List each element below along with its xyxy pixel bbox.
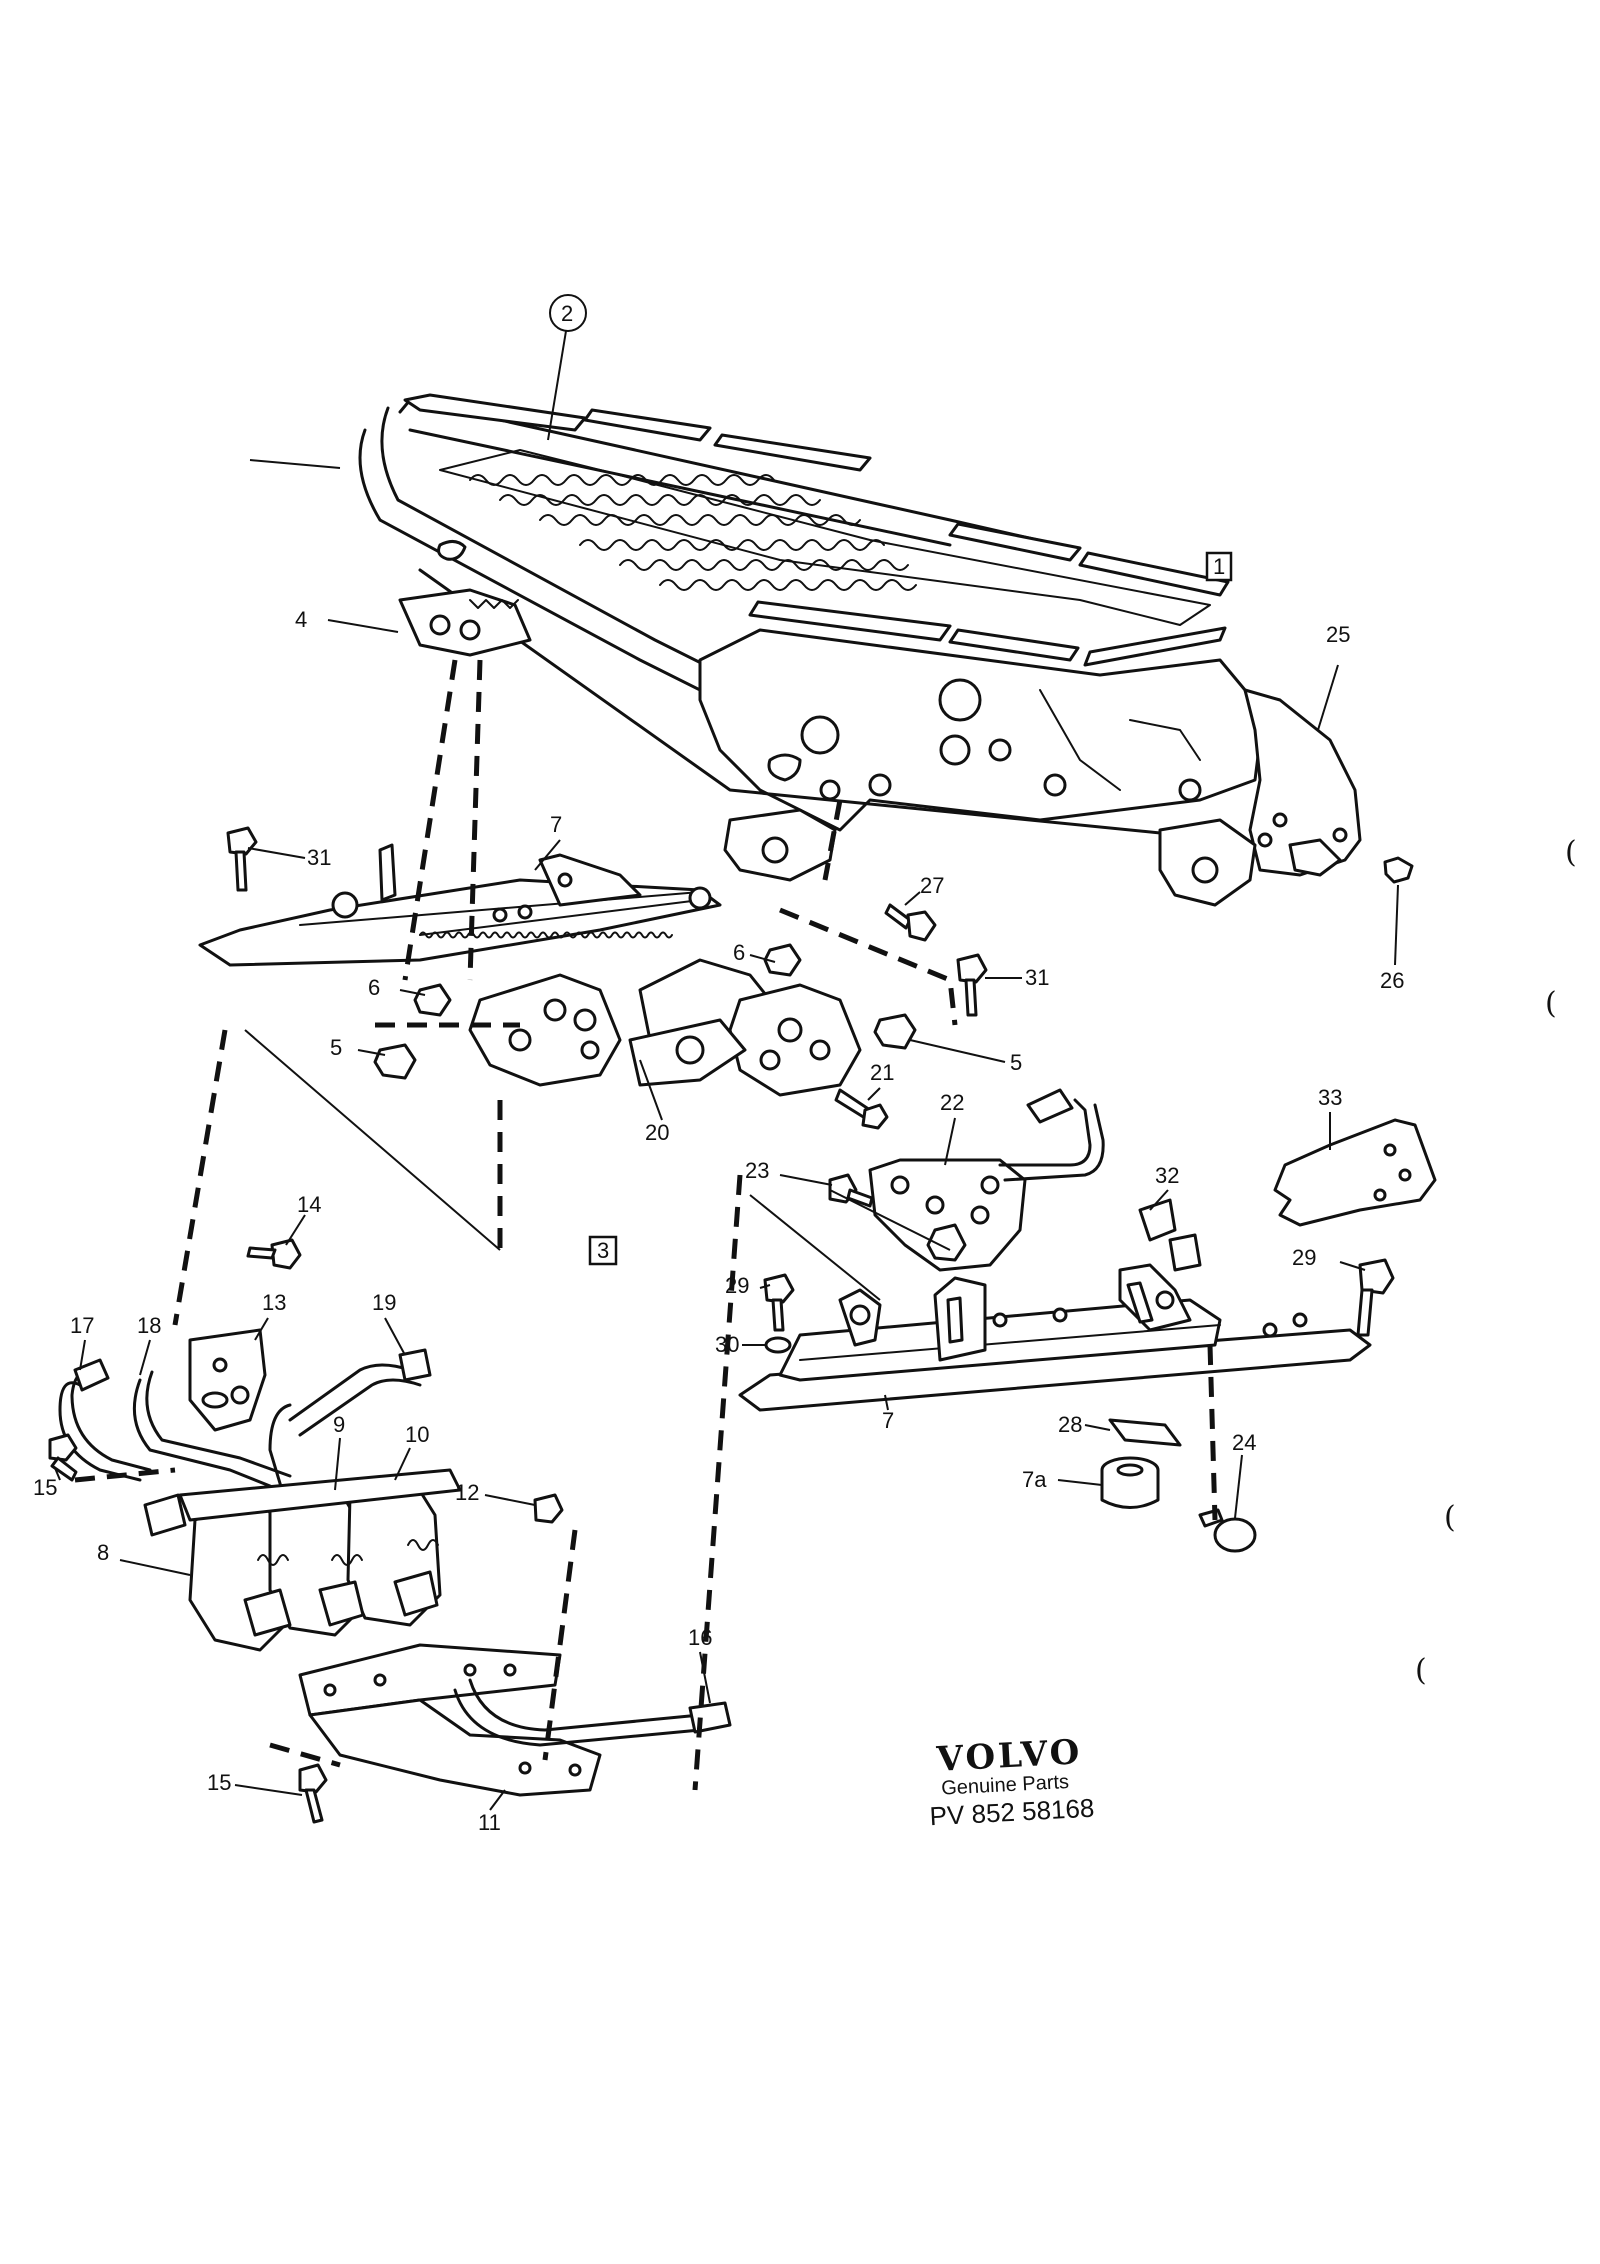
callout-label: 9 — [333, 1412, 345, 1437]
brand-logo: VOLVO — [935, 1732, 1084, 1780]
callout-label: 4 — [295, 607, 307, 632]
left-slide-rail — [198, 843, 722, 967]
margin-mark: ( — [1545, 986, 1557, 1021]
callout-label: 33 — [1318, 1085, 1342, 1110]
callout-label: 5 — [1010, 1050, 1022, 1075]
callout-label: 17 — [70, 1313, 94, 1338]
circled-label: 2 — [561, 301, 573, 326]
boxed-label: 1 — [1213, 554, 1225, 579]
right-slide-rail — [738, 1088, 1437, 1553]
callout-label: 15 — [207, 1770, 231, 1795]
callout-label: 21 — [870, 1060, 894, 1085]
callout-label: 6 — [733, 940, 745, 965]
callout-label: 30 — [715, 1332, 739, 1357]
callout-label: 15 — [33, 1475, 57, 1500]
callout-label: 7 — [550, 812, 562, 837]
margin-mark: ( — [1565, 835, 1577, 870]
boxed-label-3: 3 — [588, 1235, 618, 1266]
callout-label: 18 — [137, 1313, 161, 1338]
circled-label-2: 2 — [547, 294, 587, 441]
motor-pack — [48, 1238, 732, 1824]
callout-label: 7a — [1022, 1467, 1047, 1492]
callout-label: 28 — [1058, 1412, 1082, 1437]
callout-label: 31 — [307, 845, 331, 870]
callout-label: 32 — [1155, 1163, 1179, 1188]
assembly-dash-lines — [74, 659, 1218, 1791]
callout-label: 6 — [368, 975, 380, 1000]
callout-label: 16 — [688, 1625, 712, 1650]
callout-label: 10 — [405, 1422, 429, 1447]
boxed-label: 3 — [597, 1238, 609, 1263]
callout-label: 7 — [882, 1408, 894, 1433]
callout-label: 25 — [1326, 622, 1350, 647]
callout-label: 24 — [1232, 1430, 1256, 1455]
margin-mark: ( — [1415, 1653, 1427, 1688]
callout-label: 27 — [920, 873, 944, 898]
callout-label: 11 — [478, 1810, 501, 1835]
callout-label: 13 — [262, 1290, 286, 1315]
callout-label: 29 — [1292, 1245, 1316, 1270]
callout-label: 29 — [725, 1273, 749, 1298]
callout-label: 5 — [330, 1035, 342, 1060]
callout-label: 19 — [372, 1290, 396, 1315]
volvo-logo-block: VOLVO Genuine Parts PV 852 58168 — [929, 1732, 1095, 1831]
gear-assembly — [373, 943, 917, 1130]
callout-label: 26 — [1380, 968, 1404, 993]
callout-label: 20 — [645, 1120, 669, 1145]
callout-label: 31 — [1025, 965, 1049, 990]
callout-label: 8 — [97, 1540, 109, 1565]
upper-hardware — [226, 826, 988, 1017]
margin-mark: ( — [1444, 1500, 1456, 1535]
guide-lines — [244, 459, 951, 1301]
seat-frame — [358, 393, 1414, 907]
part-labels: 4 25 7 31 27 6 31 6 5 5 21 20 26 22 23 3… — [33, 607, 1404, 1835]
callout-label: 22 — [940, 1090, 964, 1115]
boxed-label-1: 1 — [1205, 551, 1233, 582]
callout-label: 23 — [745, 1158, 769, 1183]
margin-marks: ( ( ( ( — [1415, 835, 1577, 1688]
callout-label: 14 — [297, 1192, 321, 1217]
leader-lines — [54, 619, 1399, 1811]
callout-label: 12 — [455, 1480, 479, 1505]
